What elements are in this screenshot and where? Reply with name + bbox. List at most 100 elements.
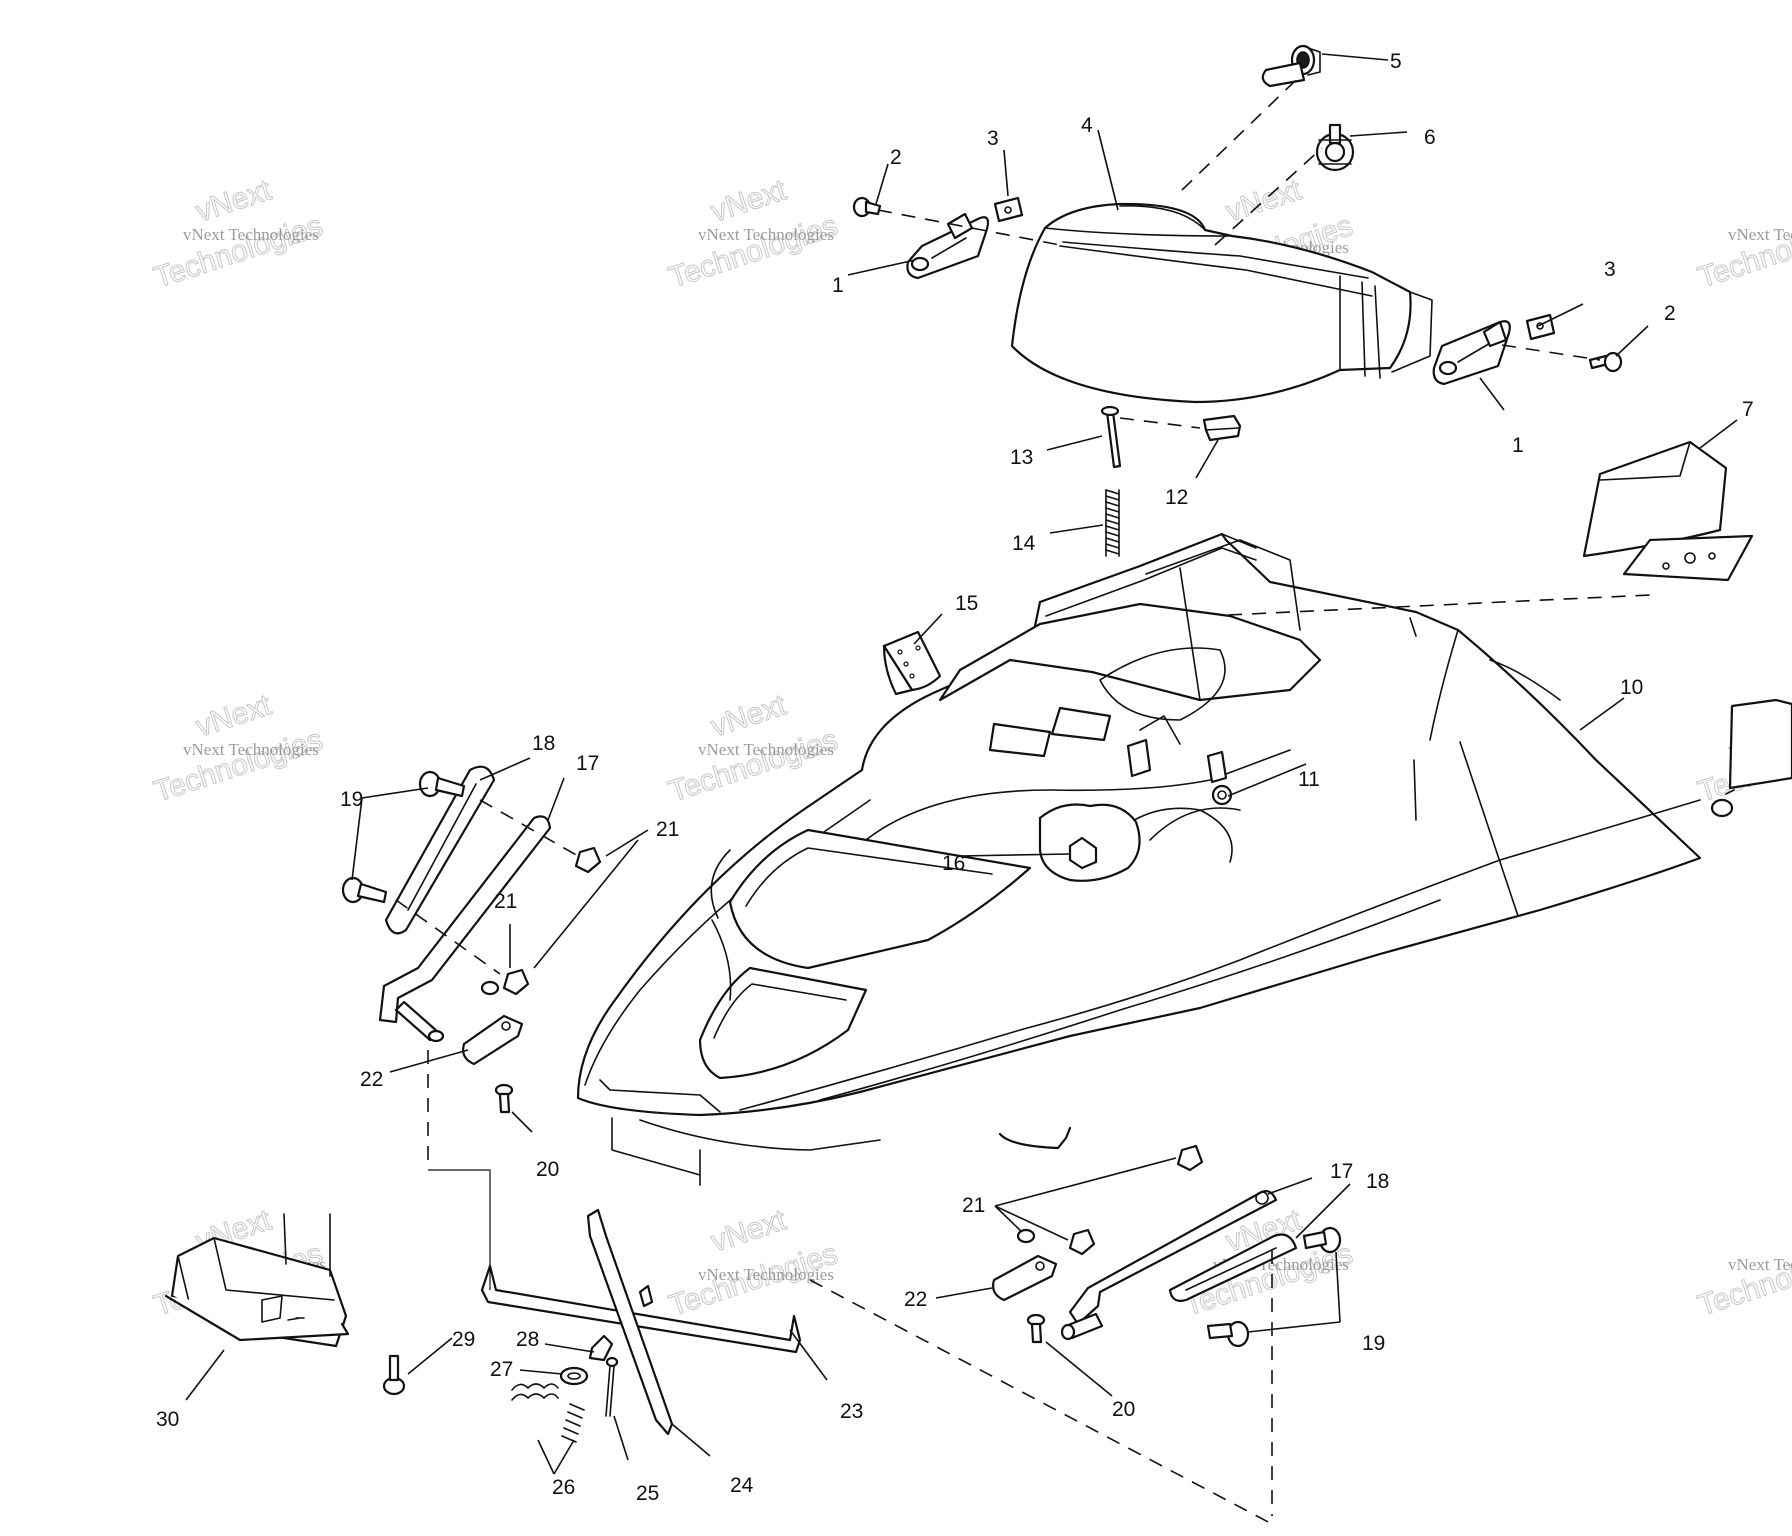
callout-labels: 5 6 4 3 2 1 3 2 1 7 13 12 14 15 10 11 16… — [156, 50, 1754, 1505]
watermark-12: vNext Technologies Technologies — [1693, 1237, 1792, 1324]
watermark-5: vNext vNext Technologies Technologies — [149, 688, 327, 809]
callout-19-left: 19 — [340, 788, 363, 811]
callout-20-left: 20 — [536, 1158, 559, 1181]
screw-29 — [382, 1354, 406, 1396]
callout-22-left: 22 — [360, 1068, 383, 1091]
callout-26: 26 — [552, 1476, 575, 1499]
callout-25: 25 — [636, 1482, 659, 1505]
headlight-housing — [1010, 202, 1433, 404]
watermark-brand: vNext — [707, 688, 791, 743]
hood-10 — [576, 532, 1702, 1186]
callout-1-right: 1 — [1512, 434, 1524, 457]
callout-6: 6 — [1424, 126, 1436, 149]
callout-21-left-lower: 21 — [494, 890, 517, 913]
frame-23-24 — [480, 1208, 802, 1436]
link-28 — [588, 1334, 614, 1362]
callout-18-left: 18 — [532, 732, 555, 755]
callout-16: 16 — [942, 852, 965, 875]
retaining-clip — [1202, 414, 1242, 442]
callout-14: 14 — [1012, 532, 1036, 555]
callout-29: 29 — [452, 1328, 475, 1351]
right-tab-22 — [992, 1254, 1058, 1302]
left-bolts-19 — [341, 770, 466, 904]
watermark-10: vNext vNext Technologies Technologies — [664, 1203, 842, 1323]
callout-17-right: 17 — [1330, 1160, 1353, 1183]
watermark-brand: vNext — [1222, 173, 1306, 228]
watermark-line2: Technologies — [665, 209, 842, 295]
side-panel-7 — [1582, 440, 1754, 582]
foam-pad-15 — [882, 630, 942, 696]
callout-12: 12 — [1165, 486, 1188, 509]
callout-21-right: 21 — [962, 1194, 985, 1217]
bulb-6 — [1315, 123, 1355, 172]
left-plate-18 — [384, 765, 496, 935]
left-nuts-21 — [480, 846, 602, 996]
watermark-4: vNext Technologies Technologies — [1693, 209, 1792, 296]
left-tab-22 — [462, 1014, 524, 1066]
callout-15: 15 — [955, 592, 978, 615]
right-bolts-19 — [1206, 1226, 1342, 1348]
right-screw-20 — [1026, 1313, 1046, 1344]
left-clip-nut — [993, 196, 1024, 223]
callout-28: 28 — [516, 1328, 539, 1351]
callout-17-left: 17 — [576, 752, 599, 775]
watermark-line1: vNext Technologies — [698, 1265, 834, 1284]
right-nuts-21 — [1016, 1144, 1204, 1256]
watermark-line1: vNext Technologies — [698, 740, 834, 759]
bulb-5 — [1261, 44, 1321, 88]
right-screw — [1588, 351, 1623, 373]
watermark-line1: vNext Technologies — [183, 740, 319, 759]
watermark-line1: vNext Technologies — [1728, 1255, 1792, 1274]
callout-2-right: 2 — [1664, 302, 1676, 325]
callout-27: 27 — [490, 1358, 513, 1381]
callout-7: 7 — [1742, 398, 1754, 421]
callout-23: 23 — [840, 1400, 863, 1423]
callout-18-right: 18 — [1366, 1170, 1389, 1193]
left-pin — [394, 1000, 445, 1043]
compression-spring — [1105, 489, 1120, 557]
bumper-30 — [164, 1213, 350, 1348]
watermark-line2: Technologies — [665, 723, 842, 809]
spring-26 — [511, 1383, 585, 1443]
callout-1-left: 1 — [832, 274, 844, 297]
watermark-brand: vNext — [192, 688, 276, 743]
pivot-rod — [1100, 405, 1122, 469]
left-screw-20 — [494, 1083, 514, 1114]
washer-27 — [559, 1366, 589, 1386]
callout-10: 10 — [1620, 676, 1643, 699]
callout-3-left: 3 — [987, 127, 999, 150]
watermark-line1: vNext Technologies — [1728, 225, 1792, 244]
watermark-brand: vNext — [707, 1203, 791, 1258]
right-plate-18 — [1168, 1233, 1298, 1302]
left-screw — [852, 196, 882, 218]
watermark-2: vNext vNext Technologies Technologies — [664, 173, 842, 295]
callout-20-right: 20 — [1112, 1398, 1135, 1421]
leader-lines — [185, 53, 1738, 1475]
watermark-line1: vNext Technologies — [183, 225, 319, 244]
callout-4: 4 — [1081, 114, 1093, 137]
callout-21-left-upper: 21 — [656, 818, 679, 841]
right-mount-bracket — [1432, 320, 1511, 386]
callout-24: 24 — [730, 1474, 754, 1497]
callout-2-left: 2 — [890, 146, 902, 169]
callout-3-right: 3 — [1604, 258, 1616, 281]
assembly-lines — [395, 79, 1651, 1525]
callout-30: 30 — [156, 1408, 179, 1431]
callout-11: 11 — [1298, 768, 1320, 791]
cotter-pin-25 — [605, 1356, 619, 1417]
left-arm-17 — [378, 815, 552, 1024]
callout-22-right: 22 — [904, 1288, 927, 1311]
left-mount-bracket — [906, 212, 990, 280]
watermark-6: vNext vNext Technologies Technologies — [664, 688, 842, 809]
watermark-line2: Technologies — [150, 209, 327, 295]
watermark-1: vNext vNext Technologies Technologies — [149, 173, 327, 295]
callout-13: 13 — [1010, 446, 1033, 469]
watermark-line1: vNext Technologies — [698, 225, 834, 244]
callout-19-right: 19 — [1362, 1332, 1385, 1355]
watermark-line2: Technologies — [1694, 1237, 1792, 1323]
watermark-brand: vNext — [707, 173, 791, 228]
callout-5: 5 — [1390, 50, 1402, 73]
right-arm-17 — [1068, 1190, 1278, 1326]
